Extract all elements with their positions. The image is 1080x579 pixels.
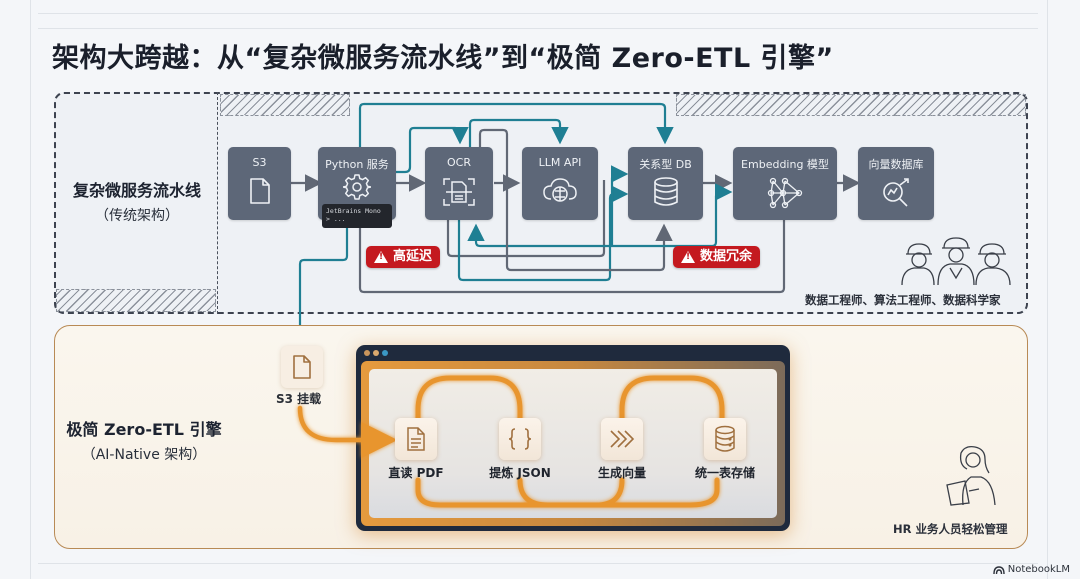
modern-panel-label: 极简 Zero-ETL 引擎 （AI-Native 架构） [60, 416, 228, 464]
node-s3[interactable]: S3 [228, 147, 291, 220]
brand-name: NotebookLM [1007, 564, 1070, 575]
guide-line-top [38, 13, 1038, 14]
warning-label: 数据冗余 [700, 249, 753, 264]
node-label: LLM API [538, 156, 582, 169]
node-label: Python 服务 [325, 158, 389, 171]
warning-badge-redundancy: 数据冗余 [673, 246, 761, 268]
step-generate-vectors[interactable] [601, 418, 643, 460]
page-title: 架构大跨越：从“复杂微服务流水线”到“极简 Zero-ETL 引擎” [52, 43, 834, 74]
notebooklm-logo-icon [993, 565, 1005, 574]
database-icon [715, 425, 735, 452]
guide-line-left [30, 0, 31, 579]
hatch-decoration [220, 94, 350, 116]
node-label: 向量数据库 [868, 158, 924, 171]
node-llm-api[interactable]: LLM API [522, 147, 598, 220]
node-ocr[interactable]: OCR [425, 147, 493, 220]
terminal-line: JetBrains Mono [326, 207, 381, 215]
terminal-line: > ... [326, 215, 346, 223]
step-read-pdf[interactable] [395, 418, 437, 460]
s3-mount-node[interactable] [281, 346, 323, 388]
node-relational-db[interactable]: 关系型 DB [628, 147, 703, 220]
flow-arrow [291, 228, 349, 343]
step-label: 统一表存储 [694, 466, 756, 480]
flow-arrow [396, 126, 469, 174]
warning-label: 高延迟 [393, 249, 433, 264]
flow-arrow [612, 183, 733, 248]
guide-line-top-2 [38, 28, 1038, 29]
hr-person-illustration-icon [946, 445, 996, 506]
flow-loop [415, 375, 523, 425]
window-dot[interactable] [364, 350, 370, 356]
panel-divider [217, 92, 218, 314]
flow-arrow [505, 183, 673, 272]
document-scan-icon [442, 177, 476, 211]
warning-icon [374, 251, 388, 263]
flow-loop [415, 477, 720, 508]
guide-line-bottom [38, 563, 1038, 564]
vector-search-icon [880, 177, 912, 213]
hatch-decoration [56, 289, 216, 312]
database-icon [653, 177, 679, 211]
legacy-title: 复杂微服务流水线 [72, 181, 201, 200]
window-dot[interactable] [382, 350, 388, 356]
flow-loop [619, 375, 725, 425]
pdf-document-icon [407, 427, 425, 451]
step-extract-json[interactable] [499, 418, 541, 460]
legacy-panel-label: 复杂微服务流水线 （传统架构） [62, 177, 212, 225]
step-label: 提炼 JSON [489, 466, 551, 480]
guide-line-right [1047, 0, 1048, 579]
gear-icon [342, 173, 372, 205]
node-label: OCR [447, 156, 471, 169]
flow-arrow [297, 405, 398, 458]
modern-subtitle: （AI-Native 架构） [81, 447, 207, 463]
chevrons-right-icon [610, 430, 635, 448]
node-label: Embedding 模型 [741, 158, 829, 171]
modern-people-caption: HR 业务人员轻松管理 [893, 522, 1008, 536]
flow-arrow [467, 223, 612, 248]
node-label: 关系型 DB [639, 158, 692, 171]
json-braces-icon [508, 428, 532, 450]
window-titlebar [356, 345, 790, 360]
file-icon [249, 177, 271, 209]
step-label: 生成向量 [597, 466, 647, 480]
file-icon [293, 355, 311, 379]
node-vector-db[interactable]: 向量数据库 [858, 147, 934, 220]
engineers-illustration-icon [901, 237, 1011, 286]
node-label: S3 [252, 156, 267, 169]
modern-title: 极简 Zero-ETL 引擎 [66, 420, 222, 439]
warning-icon [681, 251, 695, 263]
node-embedding-model[interactable]: Embedding 模型 [733, 147, 837, 220]
neural-network-icon [767, 177, 803, 213]
flow-arrow [468, 118, 569, 148]
terminal-tooltip: JetBrains Mono > ... [322, 204, 392, 228]
cloud-brain-icon [542, 177, 578, 209]
legacy-people-caption: 数据工程师、算法工程师、数据科学家 [805, 293, 1001, 307]
warning-badge-latency: 高延迟 [366, 246, 441, 268]
window-dot[interactable] [373, 350, 379, 356]
flow-arrow [358, 102, 674, 148]
s3-mount-label: S3 挂载 [276, 392, 322, 406]
step-unified-table-storage[interactable] [704, 418, 746, 460]
brand-footer: NotebookLM [993, 564, 1070, 575]
flow-loop [517, 477, 625, 508]
step-label: 直读 PDF [388, 466, 444, 480]
hatch-decoration [676, 94, 1026, 116]
legacy-subtitle: （传统架构） [95, 208, 179, 224]
